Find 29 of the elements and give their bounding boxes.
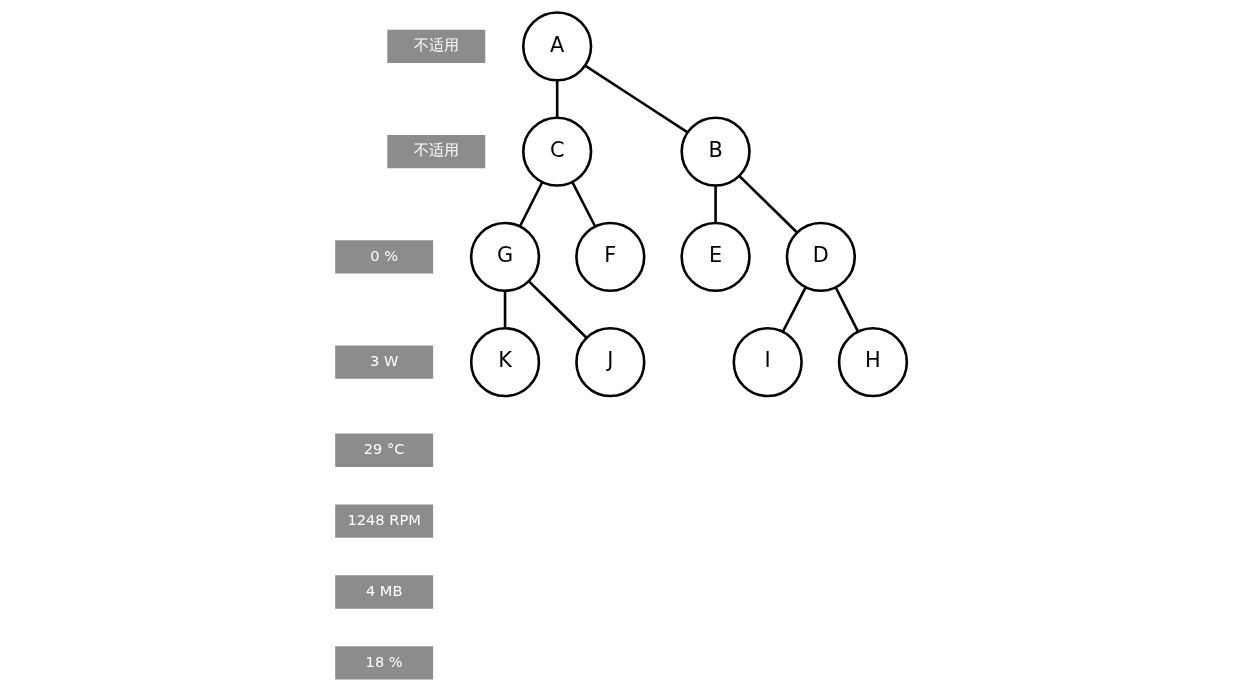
- node-circle: A: [522, 11, 593, 82]
- connector: [738, 175, 798, 234]
- label: 29 °C: [363, 440, 405, 458]
- label: 不适用: [413, 141, 459, 159]
- node-circle: G: [469, 221, 541, 293]
- connector: [781, 286, 807, 333]
- node-circle: E: [680, 221, 751, 293]
- node-circle: F: [575, 221, 646, 293]
- connector: [503, 290, 507, 329]
- connector: [555, 80, 559, 118]
- label: 4 MB: [365, 581, 403, 599]
- label: 3 W: [369, 352, 399, 370]
- connector: [584, 64, 689, 134]
- connector: [834, 286, 860, 333]
- connector: [571, 181, 597, 228]
- node-circle: K: [469, 326, 541, 398]
- node-circle: I: [732, 326, 803, 398]
- node-circle: J: [575, 326, 646, 398]
- label: 0 %: [370, 246, 399, 264]
- label: 不适用: [413, 36, 459, 54]
- label: 1248 RPM: [347, 510, 421, 528]
- node-circle: H: [837, 326, 909, 398]
- label: 18 %: [365, 652, 403, 670]
- node-circle: D: [785, 221, 857, 293]
- connector: [518, 181, 544, 227]
- node-circle: B: [680, 116, 751, 187]
- connector: [714, 185, 717, 223]
- node-circle: C: [522, 116, 593, 187]
- connector: [528, 280, 588, 339]
